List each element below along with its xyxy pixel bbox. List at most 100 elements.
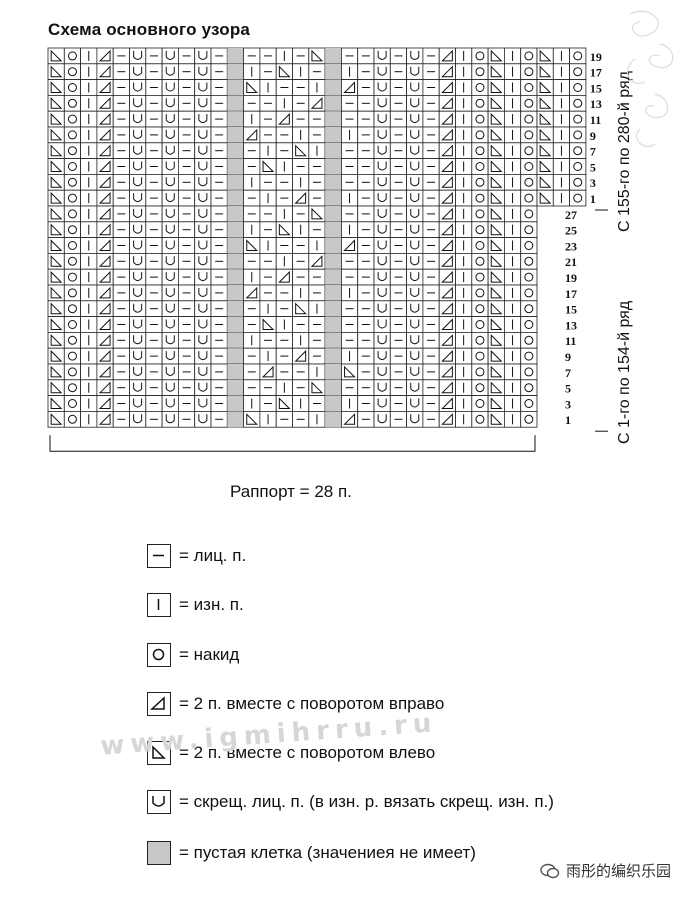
top-section-cell	[520, 79, 538, 96]
top-section-stitch	[441, 128, 453, 141]
bottom-section-cell	[161, 410, 179, 428]
top-section-cell	[569, 47, 587, 65]
bottom-section-stitch	[278, 223, 291, 236]
bottom-section-cell	[373, 363, 391, 381]
top-section-cell	[63, 79, 82, 96]
top-section-cell	[129, 95, 147, 112]
bottom-section-stitch	[490, 334, 503, 346]
bottom-section-stitch	[524, 241, 534, 250]
legend-text: = 2 п. вместе с поворотом вправо	[179, 694, 445, 713]
top-section-cell	[129, 47, 147, 65]
bottom-row-number: 21	[565, 255, 577, 269]
bottom-section-cell	[63, 221, 82, 239]
bottom-section-stitch	[98, 413, 111, 425]
bottom-section-stitch	[325, 221, 342, 238]
bottom-section-stitch	[133, 414, 143, 424]
bottom-section-stitch	[490, 397, 503, 409]
bottom-section-cell	[129, 205, 147, 223]
top-row-number: 3	[590, 176, 596, 190]
bottom-section-stitch	[165, 208, 175, 218]
bottom-section-stitch	[343, 239, 356, 251]
bottom-section-cell	[161, 347, 179, 365]
top-section-cell	[194, 47, 212, 65]
bottom-section-stitch	[246, 239, 258, 251]
bottom-row-number: 25	[565, 224, 577, 238]
legend-k2tog-right: = 2 п. вместе с поворотом вправо	[147, 689, 444, 719]
bottom-section-cell	[161, 237, 179, 254]
top-section-stitch	[227, 158, 244, 175]
top-section-stitch	[441, 65, 453, 78]
bottom-section-stitch	[227, 411, 244, 428]
bottom-section-cell	[406, 252, 424, 270]
bottom-section-stitch	[198, 287, 208, 297]
bottom-section-stitch	[490, 413, 503, 425]
bottom-section-stitch	[410, 351, 420, 361]
right-slant-triangle-icon	[147, 692, 171, 716]
top-section-stitch	[245, 128, 258, 141]
top-section-stitch	[490, 160, 503, 172]
top-section-cell	[471, 47, 489, 65]
top-section-cell	[129, 79, 147, 96]
bottom-section-stitch	[50, 318, 63, 330]
bottom-section-stitch	[165, 319, 175, 329]
top-section-stitch	[524, 51, 534, 61]
bottom-section-cell	[520, 410, 538, 428]
top-section-stitch	[50, 128, 63, 141]
top-section-stitch	[539, 176, 552, 188]
bottom-section-cell	[129, 268, 147, 286]
bottom-section-stitch	[325, 237, 342, 254]
top-section-stitch	[67, 67, 77, 77]
top-section-stitch	[278, 65, 291, 78]
bottom-section-stitch	[490, 302, 503, 315]
bottom-row-number: 13	[565, 318, 577, 332]
bottom-section-cell	[520, 395, 538, 412]
top-section-cell	[471, 126, 489, 144]
bottom-section-cell	[471, 268, 489, 286]
bottom-row-number: 19	[565, 271, 577, 285]
bottom-section-stitch	[325, 379, 342, 396]
top-section-stitch	[133, 177, 143, 187]
top-section-stitch	[475, 146, 485, 156]
bottom-section-stitch	[490, 270, 503, 283]
top-section-stitch	[539, 49, 552, 62]
top-section-stitch	[524, 130, 534, 140]
bottom-section-cell	[520, 268, 538, 286]
bottom-section-cell	[471, 363, 489, 381]
bottom-section-cell	[406, 410, 424, 428]
bottom-section-stitch	[133, 303, 143, 313]
top-section-cell	[161, 63, 179, 80]
bottom-section-stitch	[325, 348, 342, 364]
top-section-stitch	[573, 130, 583, 140]
bottom-section-stitch	[410, 240, 420, 250]
top-section-cell	[373, 47, 391, 65]
top-section-stitch	[67, 162, 77, 171]
bottom-section-stitch	[50, 302, 63, 315]
top-section-cell	[520, 126, 538, 144]
bottom-section-stitch	[133, 224, 143, 234]
bottom-section-stitch	[98, 318, 111, 330]
bottom-section-stitch	[377, 224, 387, 234]
top-section-cell	[406, 189, 424, 207]
top-section-cell	[161, 173, 179, 191]
bottom-section-cell	[471, 410, 489, 428]
bottom-section-stitch	[227, 221, 244, 238]
bottom-section-cell	[129, 395, 147, 412]
bottom-section-stitch	[475, 288, 485, 298]
bottom-section-cell	[129, 252, 147, 270]
legend-purl: = изн. п.	[147, 590, 244, 620]
bottom-section-stitch	[377, 303, 387, 313]
top-section-cell	[129, 142, 147, 160]
top-section-cell	[194, 63, 212, 80]
bottom-section-stitch	[67, 304, 77, 314]
top-section-stitch	[325, 79, 342, 96]
bottom-section-stitch	[165, 287, 175, 297]
bottom-section-cell	[471, 284, 489, 302]
bottom-section-cell	[129, 316, 147, 333]
left-slant-triangle-icon	[147, 741, 171, 765]
top-section-stitch	[50, 144, 63, 157]
bottom-row-number: 1	[565, 413, 571, 427]
top-section-stitch	[198, 177, 208, 187]
bottom-section-cell	[406, 221, 424, 239]
bottom-section-cell	[520, 347, 538, 365]
bottom-section-stitch	[165, 351, 175, 361]
